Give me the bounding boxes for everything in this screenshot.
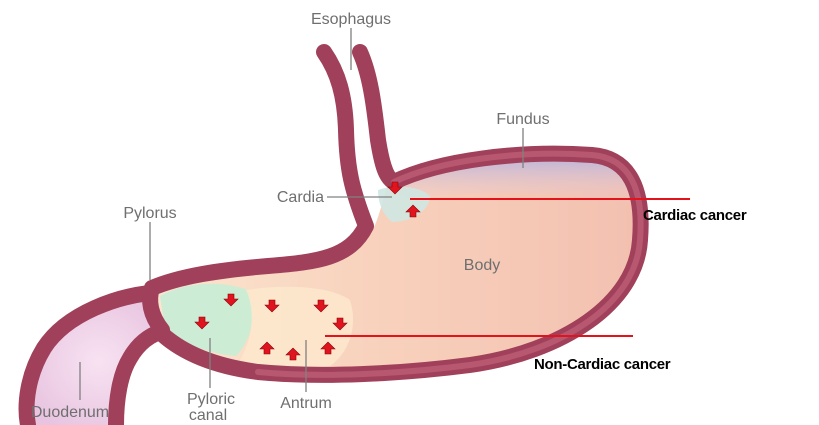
label-cardiac-cancer: Cardiac cancer <box>643 207 747 224</box>
label-pylorus: Pylorus <box>123 205 176 222</box>
label-duodenum: Duodenum <box>31 404 109 421</box>
label-cardia: Cardia <box>277 189 324 206</box>
label-antrum: Antrum <box>280 395 332 412</box>
label-pyloric-line1: Pyloric <box>187 391 235 408</box>
label-esophagus: Esophagus <box>311 11 391 28</box>
label-body: Body <box>464 257 500 274</box>
label-pyloric-line2: canal <box>189 407 227 424</box>
label-fundus: Fundus <box>496 111 549 128</box>
label-non-cardiac-cancer: Non-Cardiac cancer <box>534 356 671 373</box>
stomach-shape <box>150 52 641 375</box>
antrum-region <box>240 287 353 368</box>
